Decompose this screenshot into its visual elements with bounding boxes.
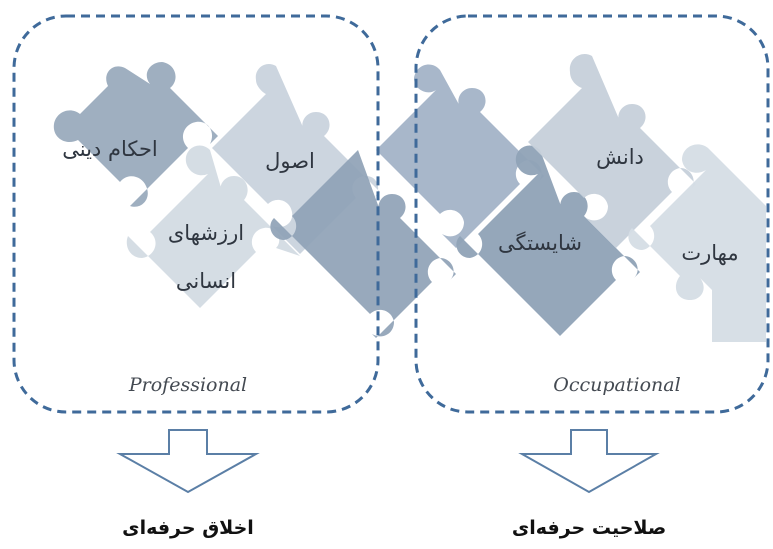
label-arzeshhaye: ارزشهای — [168, 221, 244, 245]
label-osool: اصول — [265, 149, 315, 173]
label-ensani: انسانی — [176, 269, 236, 293]
puzzle-piece-center-lower — [270, 150, 456, 338]
puzzle-piece-ahkam — [53, 62, 218, 207]
puzzle-piece-center-upper — [376, 64, 544, 249]
arrow-down-occupational-icon — [518, 429, 660, 494]
label-shayestegi: شایستگی — [498, 231, 582, 255]
label-professional: Professional — [128, 374, 247, 396]
label-maharat: مهارت — [681, 241, 738, 265]
label-occupational: Occupational — [553, 374, 680, 396]
result-akhlagh-herfei: اخلاق حرفه‌ای — [122, 517, 254, 539]
puzzle-piece-shayestegi — [456, 145, 640, 336]
arrow-down-professional-icon — [116, 429, 260, 494]
result-salahiat-herfei: صلاحیت حرفه‌ای — [512, 517, 666, 539]
occupational-frame — [414, 14, 770, 414]
label-danesh: دانش — [596, 145, 644, 169]
puzzle-piece-maharat — [628, 144, 766, 342]
label-ahkam-dini: احکام دینی — [62, 137, 158, 161]
puzzle-pieces — [53, 53, 766, 342]
puzzle-piece-danesh — [528, 53, 696, 248]
puzzle-piece-arzesh — [126, 145, 301, 308]
professional-frame — [12, 14, 380, 414]
